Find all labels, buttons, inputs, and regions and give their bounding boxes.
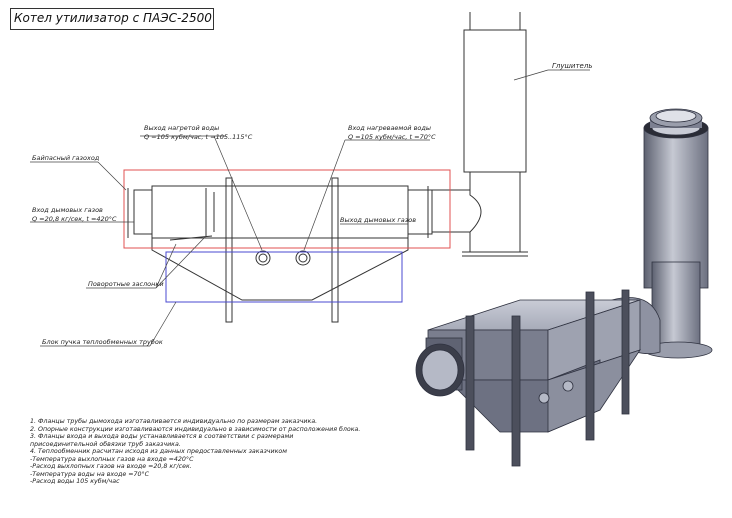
hopper: [151, 238, 409, 301]
note-line: -Расход выхлопных газов на входе =20,8 к…: [30, 463, 192, 470]
label-rotary-dampers: Поворотные заслонки: [88, 280, 164, 288]
support-post-left: [225, 177, 233, 323]
notes-block: 1. Фланцы трубы дымохода изготавливается…: [30, 418, 370, 486]
note-line: -Температура воды на входе =70°С: [30, 470, 150, 478]
note-line: 3. Фланцы входа и выхода воды устанавлив…: [30, 433, 294, 440]
support-post-right: [331, 177, 339, 323]
label-water-in: Вход нагреваемой воды: [348, 124, 431, 132]
note-line: -Температура выхлопных газов на входе =4…: [30, 455, 194, 463]
label-hot-water-out-params: Q =105 кубм/час, t =105..115°С: [144, 133, 253, 141]
note-line: присоединительной обвязки труб заказчика…: [30, 440, 181, 448]
schematic-drawing: [127, 12, 528, 323]
bundle-outline: [165, 251, 403, 303]
label-bypass-flue: Байпасный газоход: [32, 154, 100, 162]
label-hot-water-out: Выход нагретой воды: [144, 124, 219, 132]
title-frame: [10, 8, 214, 30]
note-line: 1. Фланцы трубы дымохода изготавливается…: [30, 418, 318, 425]
label-water-in-params: Q =105 кубм/час, t =70°С: [348, 133, 436, 141]
label-flue-out: Выход дымовых газов: [340, 216, 416, 224]
water-in-nozzle: [295, 250, 311, 266]
label-flue-in: Вход дымовых газов: [32, 206, 103, 214]
muffler-body: [463, 29, 527, 173]
hot-water-nozzle: [255, 250, 271, 266]
note-line: -Расход воды 105 кубм/час: [30, 478, 120, 485]
label-tube-bundle: Блок пучка теплообменных трубок: [42, 338, 163, 346]
isometric-render: [415, 108, 713, 467]
housing-body: [151, 185, 409, 239]
bypass-outline: [123, 169, 451, 249]
label-muffler: Глушитель: [552, 62, 592, 70]
note-line: 4. Теплообменник расчитан исходя из данн…: [30, 448, 288, 455]
label-flue-in-params: Q =20,8 кг/сек, t =420°С: [32, 215, 117, 223]
page-title: Котел утилизатор с ПАЭС-2500: [14, 11, 212, 25]
leader-lines: [30, 69, 590, 347]
note-line: 2. Опорные конструкции изготавливаются и…: [30, 425, 361, 433]
